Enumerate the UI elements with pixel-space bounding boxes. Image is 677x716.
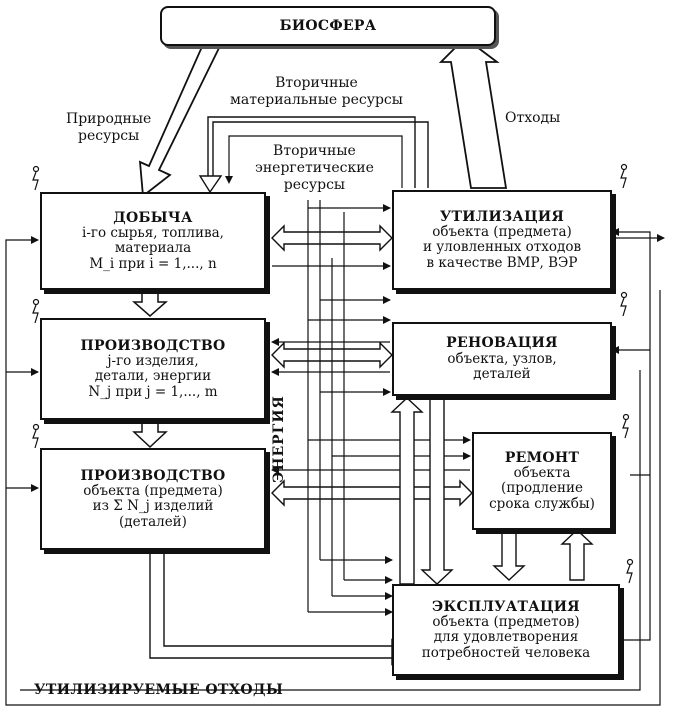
waste-to-biosphere-arrow (438, 36, 508, 189)
utilization-line-3: в качестве ВМР, ВЭР (426, 254, 578, 271)
exploitation-to-repair-arrow (560, 529, 594, 581)
extraction-line-3: M_i при i = 1,..., n (89, 255, 217, 272)
production-parts-line-3: N_j при j = 1,..., m (88, 383, 218, 400)
energy-label: ЭНЕРГИЯ (271, 395, 287, 483)
utilization-box: УТИЛИЗАЦИЯ объекта (предмета) и уловленн… (392, 190, 612, 290)
extraction-to-production-arrow (132, 290, 168, 317)
exploitation-line-2: для удовлетворения (433, 629, 579, 646)
extraction-box: ДОБЫЧА i-го сырья, топлива, материала M_… (40, 192, 266, 290)
biosphere-title: БИОСФЕРА (279, 17, 377, 34)
object-to-exploitation-flow (149, 550, 392, 659)
secondary-material-loop (207, 116, 416, 188)
biosphere-box: БИОСФЕРА (160, 6, 496, 46)
repair-box: РЕМОНТ объекта (продление срока службы) (472, 432, 612, 530)
repair-line-1: объекта (513, 464, 571, 481)
secondary-energy-loop (228, 135, 403, 188)
renovation-box: РЕНОВАЦИЯ объекта, узлов, деталей (392, 322, 612, 396)
repair-title: РЕМОНТ (504, 449, 580, 466)
renovation-title: РЕНОВАЦИЯ (446, 335, 558, 352)
exploitation-title: ЭКСПЛУАТАЦИЯ (432, 598, 580, 615)
extraction-utilization-link (271, 224, 393, 252)
production-parts-box: ПРОИЗВОДСТВО j-го изделия, детали, энерг… (40, 318, 266, 420)
natural-resources-label: Природные ресурсы (66, 111, 152, 144)
exploitation-line-3: потребностей человека (421, 644, 591, 661)
production-parts-title: ПРОИЗВОДСТВО (80, 337, 226, 354)
secondary-material-label: Вторичные материальные ресурсы (230, 75, 403, 108)
natural-resources-arrow (138, 38, 221, 198)
exploitation-box: ЭКСПЛУАТАЦИЯ объекта (предметов) для удо… (392, 584, 620, 676)
secondary-energy-label: Вторичные энергетические ресурсы (255, 143, 374, 193)
production-parts-line-1: j-го изделия, (107, 352, 199, 369)
production-object-line-3: (деталей) (119, 513, 187, 530)
production-parts-line-2: детали, энергии (94, 368, 212, 385)
repair-to-exploitation-arrow (492, 529, 526, 581)
repair-line-3: срока службы) (489, 495, 595, 512)
exploitation-line-1: объекта (предметов) (432, 613, 580, 630)
utilized-waste-loop (5, 236, 661, 706)
extraction-line-1: i-го сырья, топлива, (82, 224, 224, 241)
production-object-line-2: из Σ N_j изделий (92, 498, 214, 515)
renovation-line-1: объекта, узлов, (447, 350, 557, 367)
production-object-title: ПРОИЗВОДСТВО (80, 467, 226, 484)
utilization-title: УТИЛИЗАЦИЯ (439, 208, 565, 225)
repair-line-2: (продление (501, 480, 583, 497)
utilization-line-2: и уловленных отходов (422, 239, 582, 256)
parts-to-object-arrow (132, 420, 168, 449)
utilized-waste-label: УТИЛИЗИРУЕМЫЕ ОТХОДЫ (34, 682, 284, 698)
extraction-title: ДОБЫЧА (113, 209, 193, 226)
extraction-line-2: материала (114, 240, 192, 257)
exploitation-to-renovation-arrow (390, 397, 424, 585)
waste-label: Отходы (505, 110, 561, 126)
utilization-line-1: объекта (предмета) (432, 223, 572, 240)
production-object-box: ПРОИЗВОДСТВО объекта (предмета) из Σ N_j… (40, 448, 266, 550)
renovation-line-2: деталей (473, 366, 531, 383)
production-object-line-1: объекта (предмета) (83, 482, 223, 499)
renovation-to-exploitation-arrow (420, 395, 454, 585)
